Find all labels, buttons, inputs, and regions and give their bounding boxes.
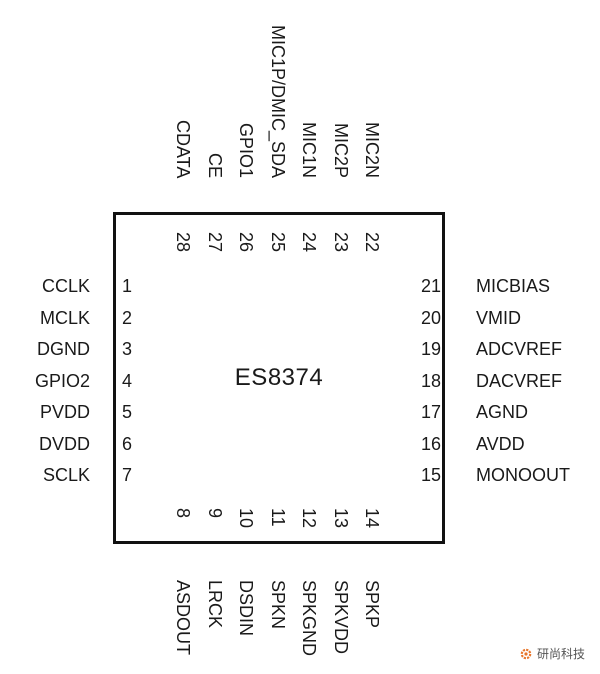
pin-number-26: 26 [236,232,256,253]
pin-name-left-1: CCLK [41,276,90,296]
pin-name-right-18: DACVREF [476,370,563,391]
pin-number-17: 17 [420,402,441,422]
pin-number-23: 23 [330,232,351,253]
pin-name-left-3: DGND [37,339,90,359]
pin-name-left-6: DVDD [38,433,90,454]
pin-name-top-25: MIC1P/DMIC_SDA [267,25,288,179]
pin-name-bottom-8: ASDOUT [173,580,193,656]
pin-number-24: 24 [299,232,319,253]
pin-name-right-15: MONOOUT [476,465,570,485]
pin-name-right-17: AGND [476,402,529,422]
pin-name-top-26: GPIO1 [236,123,256,179]
pin-number-11: 11 [267,508,288,527]
pin-number-27: 27 [204,232,225,253]
pin-name-bottom-13: SPKVDD [330,580,351,655]
pin-number-15: 15 [420,465,441,485]
pin-name-left-5: PVDD [39,402,90,422]
pin-name-right-21: MICBIAS [476,276,551,296]
pin-number-20: 20 [420,307,441,328]
pin-name-top-27: CE [204,153,225,179]
pin-number-1: 1 [122,276,133,296]
pin-name-bottom-9: LRCK [204,580,225,629]
pin-number-8: 8 [173,508,193,519]
pin-name-right-19: ADCVREF [476,339,563,359]
pin-number-21: 21 [420,276,441,296]
pin-number-9: 9 [204,508,225,519]
pin-number-16: 16 [420,433,441,454]
pin-number-4: 4 [122,370,133,391]
pin-name-left-2: MCLK [39,307,90,328]
chip-outline: ES8374 [113,212,445,544]
pin-name-bottom-12: SPKGND [299,580,319,657]
pin-number-10: 10 [236,508,256,529]
watermark-text: 研尚科技 [537,647,586,661]
pin-name-top-23: MIC2P [330,123,351,179]
pin-number-18: 18 [420,370,441,391]
pin-number-13: 13 [330,508,351,529]
pin-number-12: 12 [299,508,319,529]
gear-logo-icon [520,648,532,659]
pin-number-19: 19 [420,339,441,359]
pin-number-25: 25 [267,232,288,253]
pin-number-7: 7 [122,465,133,485]
chip-name: ES8374 [234,364,324,391]
pin-number-28: 28 [173,232,193,253]
pin-number-3: 3 [122,339,133,359]
pin-name-right-20: VMID [476,307,521,328]
pin-name-left-7: SCLK [42,465,90,485]
pin-number-22: 22 [362,232,382,253]
pin-number-5: 5 [122,402,133,422]
pin-name-right-16: AVDD [476,433,525,454]
pin-name-left-4: GPIO2 [34,370,90,391]
pin-name-bottom-14: SPKP [362,580,382,629]
pin-number-2: 2 [122,307,133,328]
pin-name-top-28: CDATA [173,120,193,179]
pin-number-14: 14 [362,508,382,529]
pin-name-top-22: MIC2N [362,122,382,179]
pin-name-top-24: MIC1N [299,122,319,179]
pin-name-bottom-11: SPKN [267,580,288,630]
watermark: 研尚科技 [519,645,585,662]
pin-number-6: 6 [122,433,133,454]
pin-name-bottom-10: DSDIN [236,580,256,637]
